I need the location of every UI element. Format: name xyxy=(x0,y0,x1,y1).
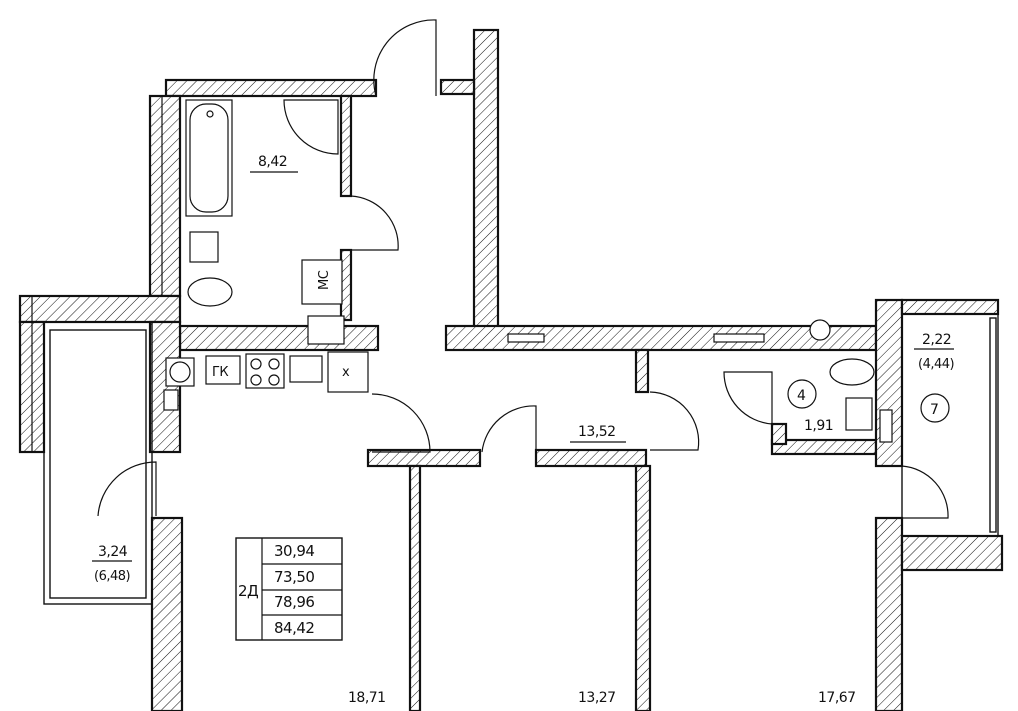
loggia-right-number: 7 xyxy=(930,402,938,418)
wall-balcony-bottom xyxy=(900,534,1004,572)
summary-value-1: 30,94 xyxy=(274,542,314,560)
wall-bathroom-top xyxy=(164,78,378,98)
wall-kitchen-top xyxy=(178,324,380,352)
door-entrance xyxy=(373,19,437,97)
toilet-sink xyxy=(845,397,873,431)
doors xyxy=(97,19,949,519)
loggia-left-area: 3,24 xyxy=(98,544,128,560)
apartment-type: 2Д xyxy=(238,582,258,600)
wall-corridor-right xyxy=(472,28,500,332)
bathroom-sink xyxy=(189,231,219,263)
room-right-area: 17,67 xyxy=(818,690,856,706)
wall-room-right-left xyxy=(874,516,904,711)
wall-kitchen-left xyxy=(148,320,182,454)
shower-tray xyxy=(283,99,339,155)
wall-bathroom-left xyxy=(148,94,182,298)
bathroom-area: 8,42 xyxy=(258,154,287,170)
door-loggia-left xyxy=(97,461,157,517)
room-left-area: 18,71 xyxy=(348,690,386,706)
kitchen-sink xyxy=(289,355,323,383)
fixtures xyxy=(163,99,893,443)
shaft-box xyxy=(301,259,343,305)
wall-left-upper xyxy=(18,294,182,324)
door-toilet xyxy=(723,371,773,425)
kitchen-sink-label: х xyxy=(342,365,350,380)
wall-hall-bottom-left xyxy=(366,448,482,468)
wall-toilet-bottom xyxy=(770,438,878,456)
kitchen-counter xyxy=(327,351,369,393)
summary-table: 2Д 30,94 73,50 78,96 84,42 xyxy=(235,537,343,641)
hallway-area: 13,52 xyxy=(578,424,616,440)
loggia-left-frame xyxy=(43,321,153,605)
kitchen-boiler-box xyxy=(205,355,241,385)
walls xyxy=(18,28,1004,711)
outlines xyxy=(31,96,999,605)
door-bathroom xyxy=(350,195,399,251)
room-numbers: 4 7 xyxy=(787,379,950,423)
toilet-area: 1,91 xyxy=(804,418,833,434)
wall-room-divider-2 xyxy=(634,464,652,711)
wall-top-stub xyxy=(439,78,476,96)
summary-value-3: 78,96 xyxy=(274,593,314,611)
shaft-label: МС xyxy=(317,270,332,290)
kitchen-hood xyxy=(307,315,345,345)
wall-hall-bottom-right xyxy=(534,448,648,468)
fixture-labels: МС ГК х xyxy=(212,270,351,380)
bathroom-toilet xyxy=(187,277,233,307)
door-kitchen xyxy=(371,393,431,453)
door-hall-right xyxy=(649,391,700,451)
loggia-left-inner xyxy=(49,329,147,599)
summary-value-2: 73,50 xyxy=(274,568,314,586)
boiler-label: ГК xyxy=(212,365,228,380)
loggia-right-inner xyxy=(989,317,997,533)
door-room-middle xyxy=(481,405,537,453)
room-middle-area: 13,27 xyxy=(578,690,616,706)
loggia-right-frame xyxy=(901,313,999,537)
door-loggia-right xyxy=(901,465,949,519)
room-labels: 8,42 13,52 18,71 13,27 17,67 1,91 3,24 (… xyxy=(92,154,955,706)
wall-bathroom-right xyxy=(339,94,353,198)
toilet-bowl xyxy=(829,358,875,386)
wall-toilet-left xyxy=(770,422,788,446)
wall-room-divider-1 xyxy=(408,464,422,711)
loggia-left-area-full: (6,48) xyxy=(94,569,130,584)
toilet-number: 4 xyxy=(797,388,806,404)
wall-room-left-side xyxy=(150,516,184,711)
loggia-right-area: 2,22 xyxy=(922,332,951,348)
summary-value-4: 84,42 xyxy=(274,619,314,637)
loggia-right-area-full: (4,44) xyxy=(918,357,954,372)
wall-balcony-top xyxy=(900,298,1000,316)
wall-hall-stub xyxy=(634,348,650,394)
